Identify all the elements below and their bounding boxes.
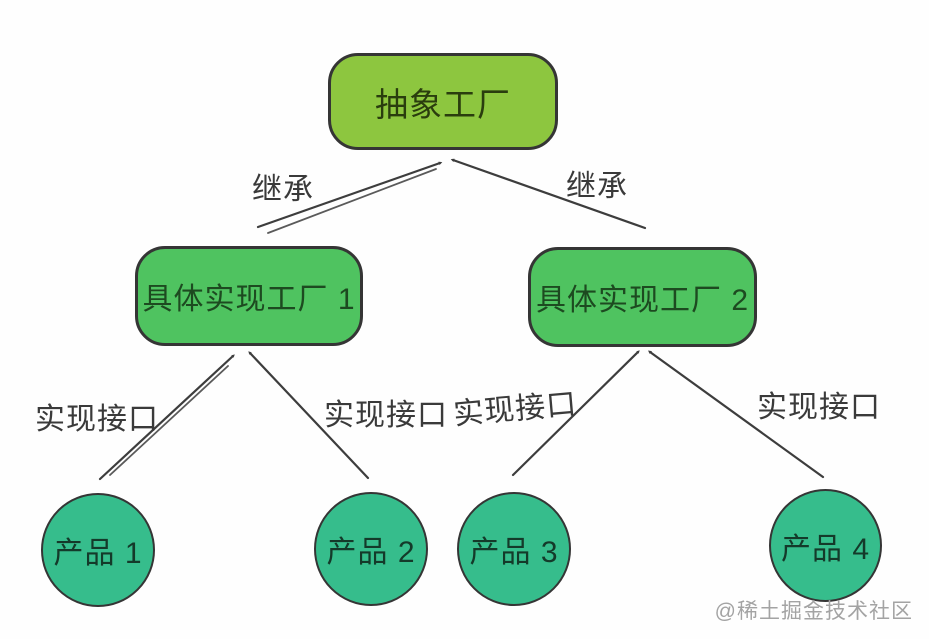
node-product-4: 产品 4 — [769, 489, 882, 602]
node-product-4-label: 产品 4 — [780, 532, 871, 566]
node-concrete-factory-2-label: 具体实现工厂 2 — [535, 284, 750, 317]
node-concrete-factory-1: 具体实现工厂 1 — [135, 246, 363, 346]
node-product-3-label: 产品 3 — [469, 536, 559, 569]
node-product-1: 产品 1 — [41, 493, 155, 607]
edge-label-implement-interface-1: 实现接口 — [35, 403, 159, 436]
edge-label-inherit-right: 继承 — [566, 170, 628, 203]
edge-label-implement-interface-2: 实现接口 — [324, 399, 448, 432]
node-abstract-factory-label: 抽象工厂 — [375, 85, 511, 123]
node-product-2: 产品 2 — [314, 492, 428, 606]
node-concrete-factory-2: 具体实现工厂 2 — [528, 247, 757, 347]
watermark-text: @稀土掘金技术社区 — [714, 600, 913, 623]
node-product-3: 产品 3 — [457, 492, 571, 606]
node-product-2-label: 产品 2 — [326, 536, 416, 569]
node-abstract-factory: 抽象工厂 — [328, 53, 558, 150]
node-product-1-label: 产品 1 — [53, 537, 143, 570]
edge-label-inherit-left: 继承 — [252, 173, 314, 206]
node-concrete-factory-1-label: 具体实现工厂 1 — [142, 283, 356, 316]
edge-label-implement-interface-3: 实现接口 — [452, 387, 579, 432]
edge-label-implement-interface-4: 实现接口 — [757, 391, 881, 424]
